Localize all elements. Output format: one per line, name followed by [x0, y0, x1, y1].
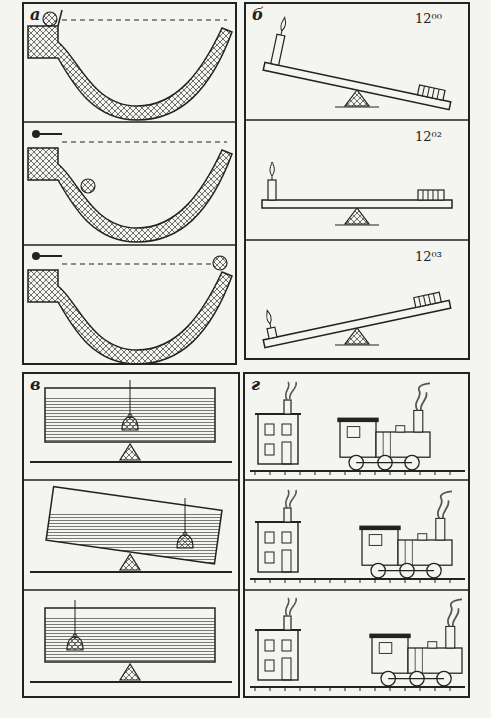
figure-panel: г — [243, 372, 470, 698]
train-row — [250, 598, 465, 691]
figure-panel: б 12⁰⁰ 12⁰² 12⁰³ — [244, 2, 470, 360]
panel-letter: б — [251, 6, 265, 24]
time-label: 12⁰⁰ — [414, 12, 443, 26]
figure-panel: в — [22, 372, 240, 698]
seesaw-row — [257, 273, 450, 348]
tank-row — [20, 487, 240, 584]
seesaw-row — [262, 162, 452, 225]
row-divider — [243, 480, 470, 590]
time-label: 12⁰³ — [414, 250, 443, 264]
bowl-row — [28, 130, 232, 242]
bowl-row — [28, 10, 232, 120]
train-row — [250, 490, 465, 583]
tank-row — [30, 380, 232, 462]
bowl-row — [28, 252, 232, 364]
panel-letter: г — [250, 376, 261, 394]
panel-letter: а — [29, 6, 41, 24]
train-row — [250, 382, 465, 475]
figure-panel: а — [22, 2, 237, 365]
seesaw-row — [263, 15, 460, 109]
tank-row — [30, 600, 232, 682]
row-divider — [244, 120, 470, 240]
time-label: 12⁰² — [414, 130, 443, 144]
panel-letter: в — [29, 376, 42, 394]
row-divider — [22, 122, 237, 245]
